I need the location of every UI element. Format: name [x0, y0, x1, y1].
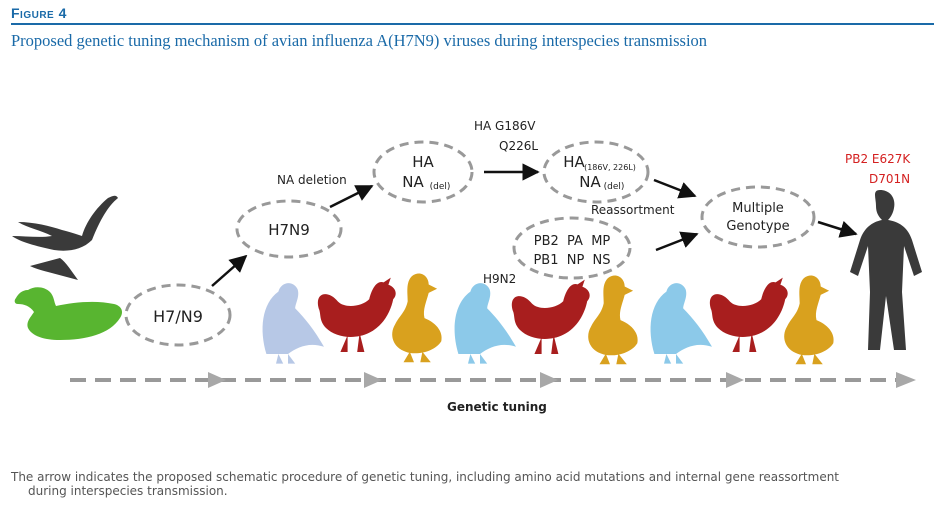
figure-label: Figure 4	[11, 5, 67, 21]
node-na-mut-label: NA	[579, 173, 601, 191]
node-ha-label: HA	[412, 153, 434, 171]
node-na-subscript: (del)	[430, 182, 451, 192]
reassortment-label: Reassortment	[591, 203, 675, 217]
caption-line-2: during interspecies transmission.	[28, 484, 228, 498]
axis-arrowhead	[896, 372, 916, 388]
node-genes-line2: PB1 NP NS	[533, 253, 610, 268]
pb2-mutation-label: PB2 E627K	[845, 152, 911, 166]
node-h7n9	[235, 199, 343, 259]
node-internal-genes	[512, 216, 632, 280]
axis-chevron	[726, 372, 744, 388]
node-ha-mutated	[542, 140, 650, 204]
human-icon	[850, 190, 922, 350]
node-na-mut-subscript: (del)	[604, 182, 625, 192]
duck-icon	[588, 275, 638, 365]
arrow-1	[211, 254, 248, 287]
node-ha-na-del	[372, 140, 474, 204]
pigeon-icon	[650, 283, 712, 364]
d701n-mutation-label: D701N	[869, 172, 910, 186]
node-multiple-genotype	[700, 185, 816, 249]
axis-chevron	[364, 372, 382, 388]
axis-chevron	[540, 372, 558, 388]
pigeon-icon	[262, 283, 324, 364]
node-ha-mut-label: HA	[563, 153, 585, 171]
duck-icon	[784, 275, 834, 365]
wild-bird-icon	[12, 195, 118, 280]
genetic-tuning-label: Genetic tuning	[447, 400, 547, 414]
node-genotype-label: Genotype	[726, 219, 789, 234]
node-h7-n9	[124, 283, 232, 347]
wild-duck-icon	[14, 287, 122, 340]
node-ha-mut-subscript: (186V, 226L)	[584, 163, 636, 172]
title-rule	[11, 23, 934, 25]
figure-caption: The arrow indicates the proposed schemat…	[11, 470, 931, 498]
node-multiple-label: Multiple	[732, 201, 784, 216]
arrow-2	[329, 184, 374, 209]
duck-icon	[392, 273, 442, 363]
chicken-icon	[511, 279, 590, 354]
caption-line-1: The arrow indicates the proposed schemat…	[11, 470, 840, 484]
ha-mutation-label: HA G186V	[474, 119, 536, 133]
arrow-5	[655, 231, 699, 252]
node-h7-n9-label: H7/N9	[153, 307, 203, 326]
h9n2-label: H9N2	[483, 272, 516, 286]
node-genes-line1: PB2 PA MP	[534, 234, 611, 249]
arrow-4	[653, 178, 697, 199]
na-deletion-label: NA deletion	[277, 173, 347, 187]
axis-chevron	[208, 372, 226, 388]
node-na-label: NA	[402, 173, 424, 191]
figure-title: Proposed genetic tuning mechanism of avi…	[11, 31, 708, 50]
q226l-label: Q226L	[499, 139, 538, 153]
pigeon-icon	[454, 283, 516, 364]
chicken-icon	[317, 277, 396, 352]
arrow-6	[817, 220, 858, 238]
chicken-icon	[709, 277, 788, 352]
node-h7n9-label: H7N9	[268, 221, 310, 239]
